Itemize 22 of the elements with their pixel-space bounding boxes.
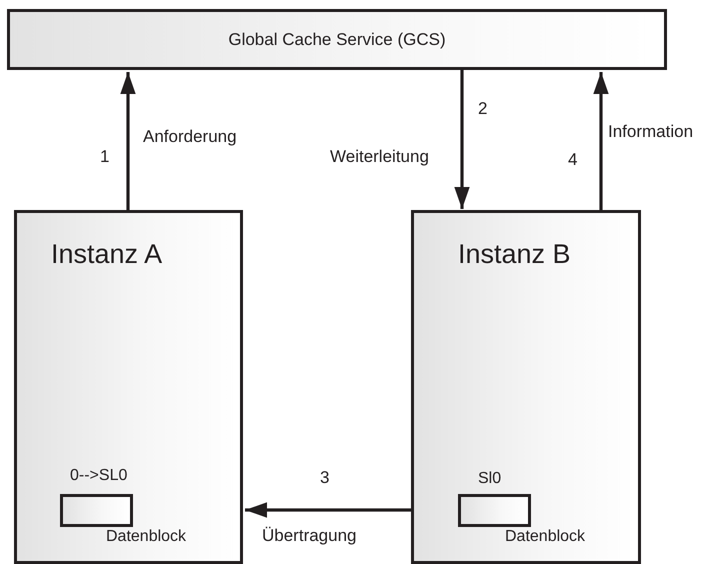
arrow [593,72,609,210]
edge-label: Anforderung [143,127,237,147]
step-number: 2 [478,99,488,119]
node-caption: 0-->SL0 [70,467,128,485]
node-caption: Datenblock [106,528,186,546]
arrow [454,70,470,209]
step-number: 1 [100,147,110,167]
edge-label: Übertragung [262,526,357,546]
edge-label: Information [608,122,694,142]
node-title: Global Cache Service (GCS) [227,30,447,50]
edge-label: Weiterleitung [330,147,429,167]
step-number: 4 [568,150,578,170]
node-caption: Datenblock [505,528,586,546]
node-title: Instanz A [51,239,162,270]
service-box [7,9,667,70]
arrow [245,502,411,518]
instance-box [14,210,243,564]
node-title: Instanz B [458,239,571,270]
node-caption: Sl0 [478,470,502,488]
step-number: 3 [320,468,330,488]
arrow [120,72,136,210]
instance-box [411,210,641,564]
